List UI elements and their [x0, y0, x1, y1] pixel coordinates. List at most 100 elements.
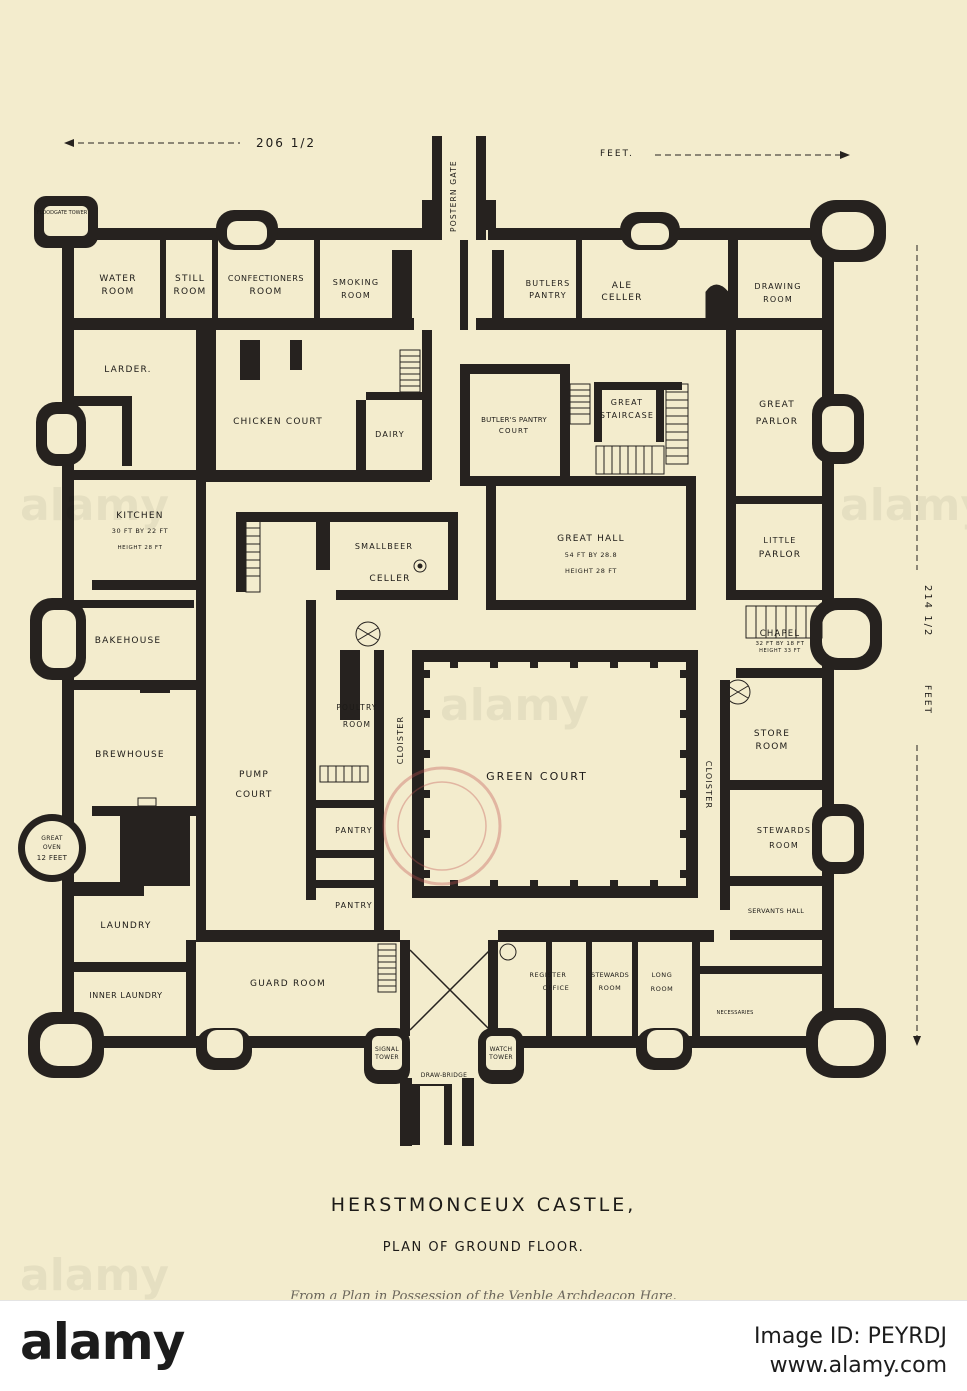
watch-tower-label-1: WATCH	[490, 1046, 513, 1053]
top-dimension: 206 1/2 FEET.	[64, 136, 850, 159]
water-room-label-2: ROOM	[102, 287, 135, 297]
great-oven-label-3: 12 FEET	[37, 854, 68, 862]
register-office-label-1: REGISTER	[529, 971, 566, 979]
chicken-court-label: CHICKEN COURT	[233, 417, 323, 427]
butlers-pantry-court-label-2: COURT	[499, 427, 529, 435]
great-staircase-label-1: GREAT	[611, 398, 644, 407]
wall-towers	[18, 210, 882, 1070]
top-dimension-value: 206 1/2	[256, 136, 316, 150]
long-room-label-2: ROOM	[651, 985, 674, 993]
watermark-bottom: alamy	[20, 1250, 169, 1301]
stewards-room-right-label-1: STEWARDS	[757, 826, 811, 835]
postern-gate	[422, 136, 496, 240]
butlers-pantry-label-1: BUTLERS	[526, 279, 571, 288]
signal-tower-label-1: SIGNAL	[375, 1046, 399, 1053]
stewards-room-right-label-2: ROOM	[769, 841, 799, 850]
pantry-2-label: PANTRY	[335, 901, 373, 910]
site-url[interactable]: www.alamy.com	[769, 1352, 947, 1378]
cloister-right-label: CLOISTER	[704, 761, 713, 810]
ale-celler-label-2: CELLER	[601, 293, 642, 303]
kitchen-label-1: KITCHEN	[116, 511, 163, 521]
still-room-label-2: ROOM	[174, 287, 207, 297]
kitchen-label-2: 30 FT BY 22 FT	[112, 527, 168, 535]
brewhouse-label: BREWHOUSE	[95, 750, 165, 760]
confectioners-room-label-1: CONFECTIONERS	[228, 274, 304, 283]
image-id: Image ID: PEYRDJ	[753, 1324, 947, 1349]
chapel-label-2: 32 FT BY 18 FT	[755, 641, 804, 647]
poultry-room-label-2: ROOM	[343, 720, 371, 729]
bakehouse-label: BAKEHOUSE	[95, 636, 162, 646]
great-hall-label-1: GREAT HALL	[557, 534, 625, 544]
room-labels: FLOODGATE TOWER WATER ROOM STILL ROOM CO…	[37, 160, 811, 1079]
pantry-1-label: PANTRY	[335, 826, 373, 835]
pump-court-label-2: COURT	[235, 790, 272, 800]
right-dimension: 214 1/2 FEET	[913, 245, 933, 1046]
watermark-right: alamy	[840, 480, 967, 531]
long-room-label-1: LONG	[652, 971, 673, 979]
green-court-label: GREEN COURT	[486, 770, 588, 783]
smoking-room-label-2: ROOM	[341, 291, 371, 300]
great-hall-label-2: 54 FT BY 28.8	[565, 551, 617, 559]
drawing-room-label-2: ROOM	[763, 295, 793, 304]
postern-gate-label: POSTERN GATE	[449, 160, 458, 232]
servants-hall-label: SERVANTS HALL	[748, 907, 804, 915]
great-hall-label-3: HEIGHT 28 FT	[565, 567, 617, 575]
signal-tower-label-2: TOWER	[374, 1054, 399, 1061]
internal-walls	[74, 240, 822, 1040]
chapel-label-3: HEIGHT 33 FT	[759, 648, 801, 654]
smoking-room-label-1: SMOKING	[333, 278, 379, 287]
watermark-left: alamy	[20, 480, 169, 531]
register-office-label-2: OFFICE	[543, 984, 570, 992]
great-parlor-label-1: GREAT	[759, 400, 795, 410]
plan-subtitle: PLAN OF GROUND FLOOR.	[382, 1240, 585, 1255]
footer-id: Image ID: PEYRDJ www.alamy.com	[754, 1323, 947, 1380]
butlers-pantry-court-label-1: BUTLER'S PANTRY	[481, 416, 547, 424]
ale-celler-label-1: ALE	[612, 281, 632, 291]
stewards-room-bottom-label-1: STEWARDS	[591, 971, 629, 979]
water-room-label-1: WATER	[99, 274, 136, 284]
right-dimension-value: 214 1/2	[922, 585, 933, 637]
poultry-room-label-1: POULTRY	[336, 703, 377, 712]
library-stamp	[382, 766, 502, 886]
kitchen-label-3: HEIGHT 28 FT	[117, 545, 162, 551]
drawing-room-label-1: DRAWING	[754, 282, 801, 291]
plan-credit: From a Plan in Possession of the Venble …	[290, 1289, 677, 1299]
floodgate-tower-label: FLOODGATE TOWER	[37, 210, 88, 216]
great-oven-label-2: OVEN	[43, 844, 61, 851]
smallbeer-celler-label-2: CELLER	[369, 574, 410, 584]
smallbeer-celler-label-1: SMALLBEER	[355, 542, 413, 551]
pump-court-label-1: PUMP	[239, 770, 269, 780]
little-parlor-label-2: PARLOR	[759, 550, 802, 560]
cloister-left-label: CLOISTER	[396, 716, 405, 765]
stairs	[137, 284, 823, 993]
stock-footer: alamy Image ID: PEYRDJ www.alamy.com	[0, 1300, 967, 1391]
little-parlor-label-1: LITTLE	[763, 536, 796, 545]
butlers-pantry-label-2: PANTRY	[529, 291, 567, 300]
watermark-center: alamy	[440, 680, 589, 731]
top-dimension-unit: FEET.	[600, 149, 634, 159]
chapel-label-1: CHAPEL	[760, 629, 801, 639]
laundry-label: LAUNDRY	[100, 921, 151, 931]
larder-label: LARDER.	[104, 365, 151, 375]
guard-room-label: GUARD ROOM	[250, 979, 326, 989]
alamy-logo[interactable]: alamy	[20, 1313, 185, 1371]
inner-laundry-label: INNER LAUNDRY	[89, 991, 162, 1000]
store-room-label-1: STORE	[754, 729, 790, 739]
plan-title: HERSTMONCEUX CASTLE,	[330, 1194, 637, 1216]
still-room-label-1: STILL	[175, 274, 205, 284]
right-dimension-unit: FEET	[922, 685, 932, 715]
dairy-label: DAIRY	[375, 430, 405, 439]
draw-bridge-label: DRAW-BRIDGE	[421, 1072, 467, 1079]
necessaries-label: NECESSARIES	[717, 1010, 754, 1016]
great-staircase-label-2: STAIRCASE	[600, 411, 654, 420]
gatehouse	[364, 940, 524, 1146]
great-oven-label-1: GREAT	[41, 835, 62, 842]
confectioners-room-label-2: ROOM	[250, 287, 283, 297]
corner-towers	[28, 196, 886, 1078]
castle-plan: 206 1/2 FEET. 214 1/2 FEET	[18, 136, 933, 1146]
great-parlor-label-2: PARLOR	[756, 417, 799, 427]
stewards-room-bottom-label-2: ROOM	[599, 984, 622, 992]
watch-tower-label-2: TOWER	[488, 1054, 513, 1061]
store-room-label-2: ROOM	[756, 742, 789, 752]
